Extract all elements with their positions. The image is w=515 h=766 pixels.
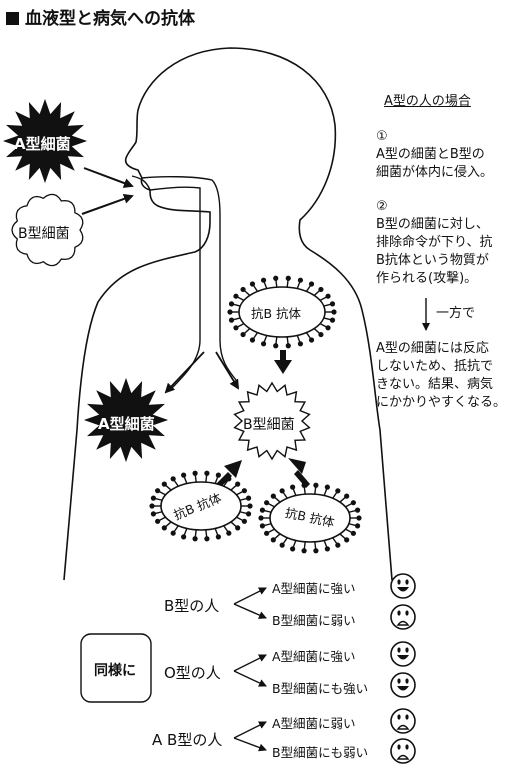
b-bacteria-target-label: B型細菌 [243,417,295,433]
type-ab-row1: A型細菌に弱い [272,716,356,731]
b-bacteria-in-shape [11,193,84,267]
arrow-a-out [164,351,205,394]
a-bacteria-out-label: A型細菌 [98,415,155,433]
arrow-b-in [81,194,134,215]
step1-number: ① [376,129,388,144]
bracket-o [233,654,267,687]
type-label-b: B型の人 [164,597,220,615]
same-box [80,633,152,703]
a-bacteria-out-shape [83,377,169,463]
title-square-icon [6,12,19,25]
a-bacteria-in-shape [2,98,88,184]
antibody-label-top: 抗B 抗体 [251,306,302,321]
type-label-ab: A B型の人 [152,731,223,749]
antibody-top [227,275,337,349]
title-text: 血液型と病気への抗体 [25,9,195,29]
bracket-ab [233,721,267,752]
frown-icon [390,604,416,630]
step2-number: ② [376,199,388,214]
frown-icon [390,708,416,734]
b-bacteria-target-shape [233,381,311,461]
same-label: 同様に [94,663,136,679]
airway [149,186,201,391]
type-o-row1: A型細菌に強い [272,649,356,664]
arrow-a-in [83,167,134,188]
result-text: A型の細菌には反応 しないため、抵抗で きない。結果、病気 にかかりやすくなる。 [376,341,507,410]
smile-icon [390,641,416,667]
page-title: 血液型と病気への抗体 [6,4,195,29]
b-bacteria-in-label: B型細菌 [18,226,70,242]
type-b-row2: B型細菌に弱い [272,613,356,628]
step1-text: A型の細菌とB型の 細菌が体内に侵入。 [376,147,494,180]
antibody-right [258,482,362,554]
attack-arrow-top [274,350,292,374]
transition-text: 一方で [436,306,476,321]
smile-icon [390,672,416,698]
a-bacteria-in-label: A型細菌 [14,135,71,153]
type-o-row2: B型細菌にも強い [272,681,369,696]
arrow-b-out [215,351,240,390]
type-ab-row2: B型細菌にも弱い [272,745,369,760]
frown-icon [390,738,416,764]
attack-arrow-right [288,458,310,488]
type-label-o: O型の人 [164,664,221,682]
step2-text: B型の細菌に対し、 排除命令が下り、抗 B抗体という物質が 作られる(攻撃)。 [376,217,493,286]
bracket-b [233,587,267,619]
body-silhouette [63,47,393,581]
explanation-heading: A型の人の場合 [384,94,471,109]
smile-icon [390,573,416,599]
type-b-row1: A型細菌に強い [272,581,356,596]
antibody-left [149,470,253,542]
